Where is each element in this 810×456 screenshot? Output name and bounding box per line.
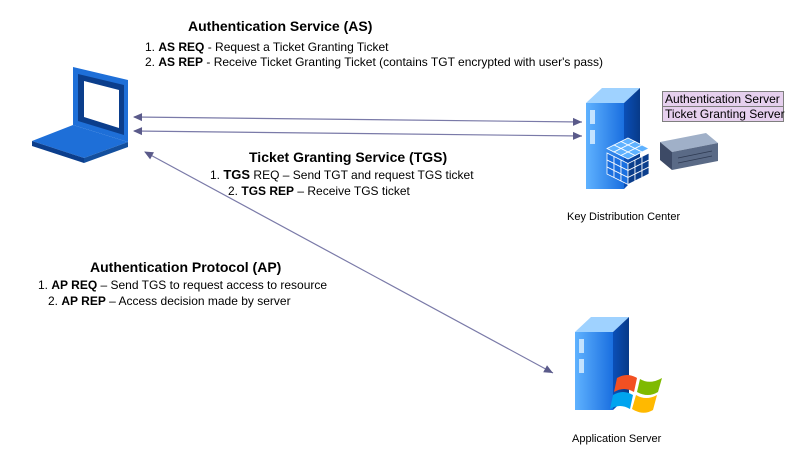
role-authentication-server: Authentication Server [663,92,783,106]
kdc-label: Key Distribution Center [567,211,681,223]
ap-step-2-text: – Access decision made by server [105,294,291,308]
ap-title: Authentication Protocol (AP) [90,259,282,275]
ap-step-2: 2. AP REP – Access decision made by serv… [48,294,291,308]
as-step-1-num: 1. [145,40,156,54]
as-step-2: 2. AS REP - Receive Ticket Granting Tick… [145,55,603,69]
ap-connector-line [144,151,554,374]
ap-step-1-num: 1. [38,278,49,292]
kdc-roles-box: Authentication Server Ticket Granting Se… [662,91,785,122]
as-step-2-code: AS REP [158,55,204,69]
ap-step-2-code: AP REP [61,294,106,308]
tgs-step-2: 2. TGS REP – Receive TGS ticket [228,184,410,198]
laptop-icon [32,67,128,163]
database-cube-icon [606,137,650,186]
tgs-step-2-num: 2. [228,184,239,198]
tgs-step-1: 1. TGS REQ – Send TGT and request TGS ti… [210,167,474,183]
as-connector-line [133,113,583,126]
tgs-step-1-code-rest: REQ [250,168,280,182]
role-ticket-granting-server: Ticket Granting Server [663,106,785,121]
as-step-2-text: - Receive Ticket Granting Ticket (contai… [203,55,604,69]
as-step-2-num: 2. [145,55,156,69]
tgs-title: Ticket Granting Service (TGS) [249,149,448,165]
server-tower-icon [586,88,640,189]
rack-server-icon [660,133,718,170]
ap-step-1: 1. AP REQ – Send TGS to request access t… [38,278,327,292]
tgs-step-2-text: – Receive TGS ticket [294,184,410,198]
as-title: Authentication Service (AS) [188,18,373,34]
as-step-1: 1. AS REQ - Request a Ticket Granting Ti… [145,40,388,54]
as-step-1-code: AS REQ [158,40,205,54]
tgs-step-1-text: – Send TGT and request TGS ticket [279,168,474,182]
as-step-1-text: - Request a Ticket Granting Ticket [204,40,389,54]
tgs-step-1-code-bold: TGS [223,167,251,182]
tgs-step-2-code: TGS REP [241,184,295,198]
tgs-step-1-num: 1. [210,168,221,182]
ap-step-2-num: 2. [48,294,59,308]
tgs-connector-line [133,127,583,140]
ap-step-1-text: – Send TGS to request access to resource [97,278,328,292]
windows-logo-icon [610,375,662,413]
ap-step-1-code: AP REQ [51,278,98,292]
app-server-label: Application Server [572,433,662,445]
